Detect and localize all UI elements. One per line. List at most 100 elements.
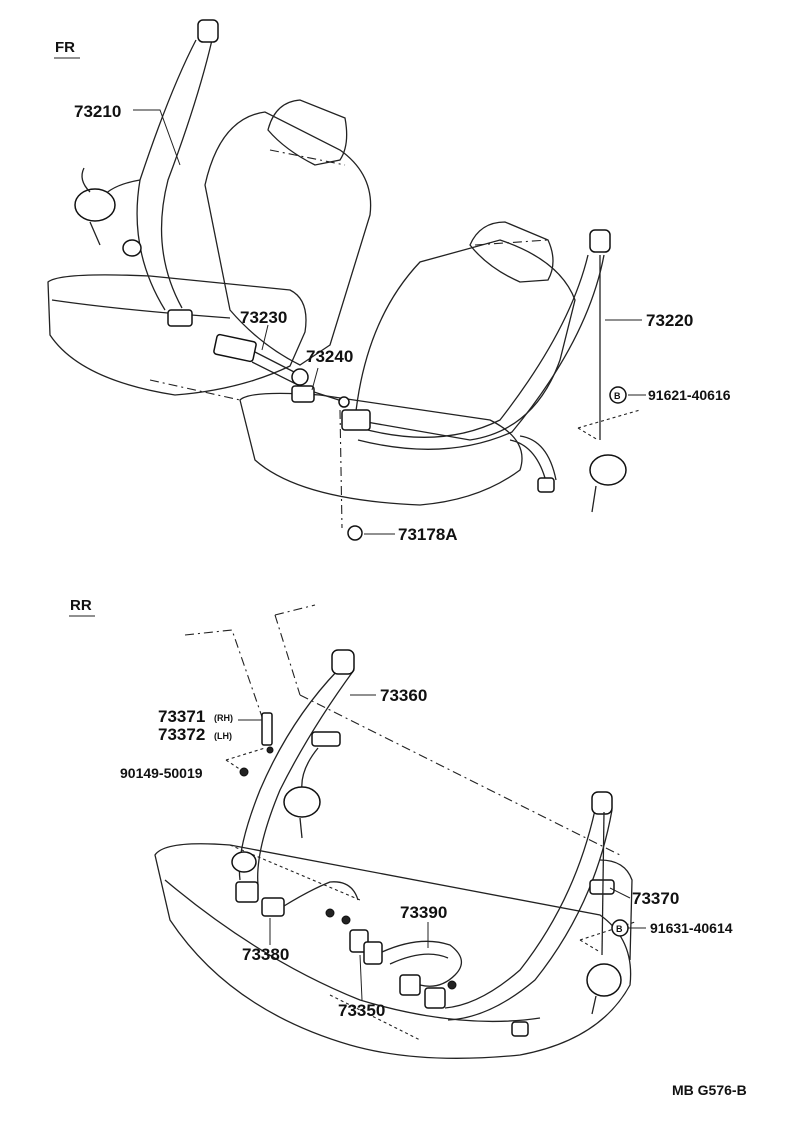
buckle-73350-bolt-b xyxy=(341,915,351,925)
front-left-headrest xyxy=(267,99,348,166)
belt-73370-retractor xyxy=(586,963,622,997)
label-73350: 73350 xyxy=(338,1001,385,1020)
belt-73360-strap-edge xyxy=(257,669,355,886)
leader-73210 xyxy=(133,109,181,166)
rear-floor-dots xyxy=(229,844,421,1041)
rear-guide-line-2 xyxy=(274,604,316,696)
label-73210: 73210 xyxy=(74,102,121,121)
leader-73230 xyxy=(261,324,269,351)
leader-73350 xyxy=(359,954,363,1001)
buckle-73230-strap xyxy=(251,351,301,386)
label-73178a: 73178A xyxy=(398,525,458,544)
front-right-seat-cushion xyxy=(239,392,523,506)
belt-73370-strap-edge xyxy=(447,809,613,1021)
belt-73360-retractor xyxy=(283,786,321,818)
belt-73220-upper-anchor xyxy=(589,229,611,253)
rear-seat-back-edge xyxy=(599,859,633,961)
belt-73210-retractor-bracket xyxy=(81,167,101,246)
front-guide-line-3 xyxy=(149,379,241,401)
label-90149-50019: 90149-50019 xyxy=(120,765,203,781)
belt-73210-strap xyxy=(136,39,197,311)
front-left-seat-cushion-inner xyxy=(51,299,231,319)
front-left-seat-cushion xyxy=(47,274,307,396)
belt-73220-strap xyxy=(359,254,589,438)
belt-73390-strap-edge xyxy=(389,953,449,965)
label-73380: 73380 xyxy=(242,945,289,964)
belt-73210-strap-edge xyxy=(160,39,213,309)
belt-73390-strap xyxy=(381,940,462,987)
belt-73370-upper-anchor xyxy=(591,791,613,815)
section-label-rear: RR xyxy=(70,597,92,614)
leader-73240 xyxy=(311,367,319,391)
belt-73360-lower-strap xyxy=(301,747,319,791)
belt-73360-upper-anchor xyxy=(331,649,355,675)
marker-b1 xyxy=(609,386,627,404)
belt-73220-floor-anchor xyxy=(537,477,555,493)
belt-73220-lap-strap xyxy=(509,435,557,481)
labels: FR RR 73210 73230 73240 73220 B 91621-40… xyxy=(54,39,747,1098)
label-73371: 73371 xyxy=(158,707,205,726)
leader-lines xyxy=(133,109,646,1001)
belt-73370-retractor-bracket xyxy=(591,995,597,1015)
belt-73220-retractor xyxy=(589,454,627,486)
marker-b2 xyxy=(611,919,629,937)
rear-guide-line-3 xyxy=(299,694,621,856)
front-guide-line-2 xyxy=(474,239,549,246)
belt-73370-lower-strap xyxy=(601,811,605,956)
label-73220: 73220 xyxy=(646,311,693,330)
label-73230: 73230 xyxy=(240,308,287,327)
belt-73360-retractor-bracket xyxy=(299,817,303,839)
belt-73360-guide xyxy=(311,731,341,747)
bolt-90149-guide xyxy=(225,747,266,773)
label-73371-side: (RH) xyxy=(214,713,233,723)
belt-73390-tongue xyxy=(424,987,446,1009)
buckle-73240-body xyxy=(291,385,315,403)
cap-73178a xyxy=(347,525,363,541)
rear-seat-cushion xyxy=(154,843,632,1059)
belt-73210-retractor xyxy=(74,188,116,222)
rear-seat-cushion-inner xyxy=(164,879,541,1023)
belt-73210-buckle-tongue xyxy=(167,309,193,327)
buckle-73240-bolt xyxy=(338,396,350,408)
buckle-73240-anchor xyxy=(291,368,309,386)
bolt-90149 xyxy=(239,767,249,777)
front-right-headrest xyxy=(469,221,554,283)
label-73360: 73360 xyxy=(380,686,427,705)
buckle-73380-strap xyxy=(283,881,359,907)
front-bolt-guide xyxy=(577,409,641,441)
section-label-front: FR xyxy=(55,39,75,56)
label-91621-40616: 91621-40616 xyxy=(648,387,731,403)
buckle-73350-bolt-a xyxy=(325,908,335,918)
belt-73220-retractor-bracket xyxy=(591,485,597,513)
label-73372: 73372 xyxy=(158,725,205,744)
belt-73360-anchor-loop xyxy=(231,851,257,873)
belt-73220-strap-edge xyxy=(357,254,605,450)
buckle-73230-body xyxy=(213,333,257,363)
belt-73360-strap xyxy=(238,669,339,881)
label-73390: 73390 xyxy=(400,903,447,922)
buckle-73380 xyxy=(261,897,285,917)
front-seats-group xyxy=(47,19,641,541)
belt-73220-tongue xyxy=(341,409,371,431)
figure-code: MB G576-B xyxy=(672,1082,747,1098)
leader-73370 xyxy=(609,887,631,899)
marker-b2-letter: B xyxy=(616,924,623,934)
front-guide-line-1 xyxy=(269,149,346,166)
label-73372-side: (LH) xyxy=(214,731,232,741)
belt-73360-tongue xyxy=(235,881,259,903)
marker-b1-letter: B xyxy=(614,391,621,401)
belt-73370-floor-anchor xyxy=(511,1021,529,1037)
label-73240: 73240 xyxy=(306,347,353,366)
label-73370: 73370 xyxy=(632,889,679,908)
buckle-73350-b xyxy=(363,941,383,965)
front-left-seat-back xyxy=(204,111,372,366)
belt-73390-buckle xyxy=(399,974,421,996)
bracket-73371-73372 xyxy=(261,712,273,746)
belt-73210-upper-anchor xyxy=(197,19,219,43)
rear-seat-group xyxy=(154,604,636,1059)
belt-73370-strap xyxy=(444,809,596,1009)
belt-73370-guide xyxy=(589,879,615,895)
belt-73390-bolt xyxy=(447,980,457,990)
label-91631-40614: 91631-40614 xyxy=(650,920,733,936)
